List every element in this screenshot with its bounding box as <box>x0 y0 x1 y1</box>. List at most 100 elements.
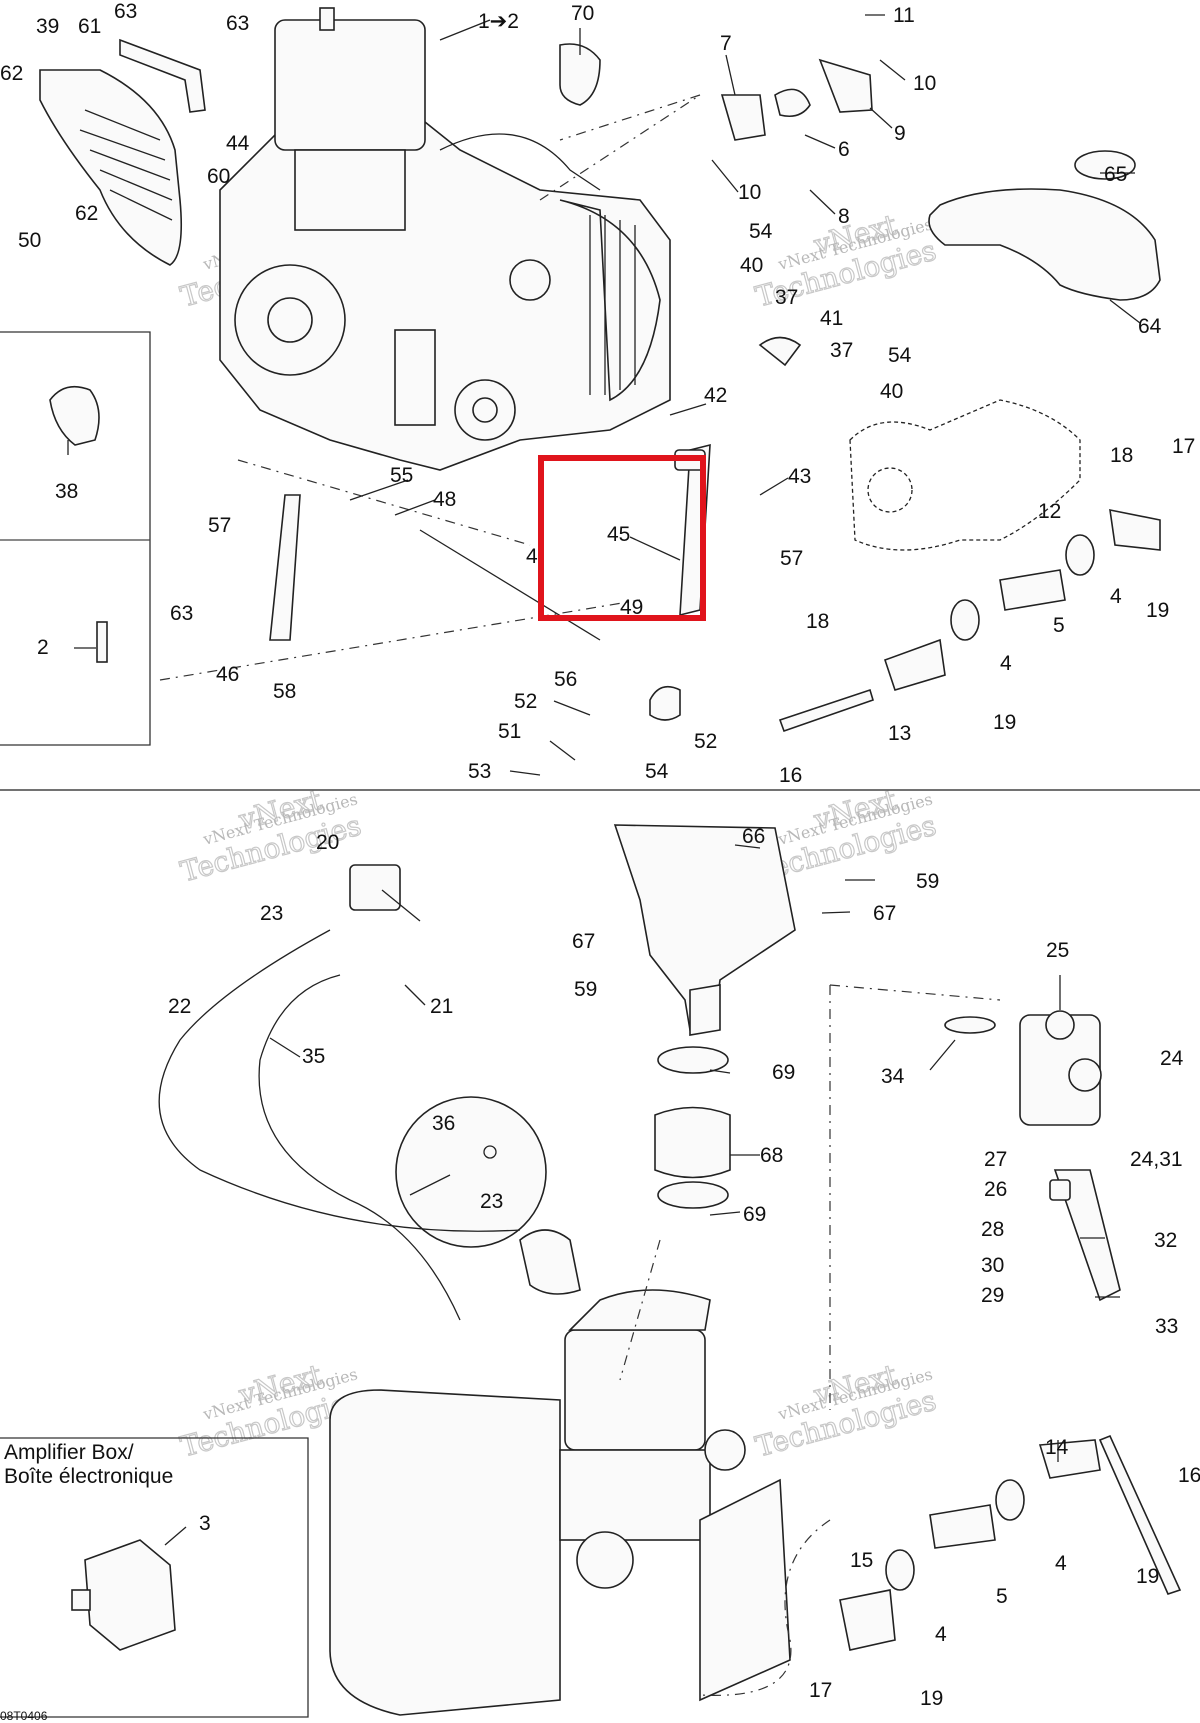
callout-27: 27 <box>984 1148 1007 1171</box>
lower-mount-parts <box>619 984 1182 1696</box>
callout-41: 41 <box>820 307 843 330</box>
callout-54a: 54 <box>749 220 773 243</box>
callout-44: 44 <box>226 132 250 155</box>
carburetor-part <box>944 1010 1121 1302</box>
callout-57b: 57 <box>780 547 803 570</box>
callout-25: 25 <box>1046 939 1069 962</box>
callout-61: 61 <box>78 15 101 38</box>
highlight-box <box>538 455 706 621</box>
callout-19a: 19 <box>1146 599 1169 622</box>
callout-5-lower: 5 <box>996 1585 1008 1608</box>
callout-50: 50 <box>18 229 41 252</box>
engine-lower-illustration <box>329 1289 791 1716</box>
callout-56: 56 <box>554 668 577 691</box>
callout-46: 46 <box>216 663 239 686</box>
callout-4-lower-a: 4 <box>1055 1552 1067 1575</box>
callout-40b: 40 <box>880 380 903 403</box>
callout-26: 26 <box>984 1178 1007 1201</box>
engine-upper-illustration <box>219 7 671 471</box>
callout-15: 15 <box>850 1549 873 1572</box>
image-code: 08T0406 <box>0 1709 48 1723</box>
callout-19-lower-a: 19 <box>1136 1565 1159 1588</box>
callout-33: 33 <box>1155 1315 1178 1338</box>
callout-64: 64 <box>1138 315 1162 338</box>
callout-54c: 54 <box>645 760 669 783</box>
callout-24-31: 24,31 <box>1130 1148 1183 1171</box>
callout-23b: 23 <box>480 1190 503 1213</box>
callout-10a: 10 <box>913 72 936 95</box>
callout-38: 38 <box>55 480 78 503</box>
callout-55: 55 <box>390 464 413 487</box>
callout-16-lower: 16 <box>1178 1464 1200 1487</box>
callout-53: 53 <box>468 760 491 783</box>
callout-67a: 67 <box>873 902 896 925</box>
amplifier-box-part <box>71 1539 176 1651</box>
callout-leaders <box>67 14 1141 1546</box>
detail-circle <box>395 1096 581 1295</box>
heat-shield-part <box>39 38 206 266</box>
callout-9: 9 <box>894 122 906 145</box>
amplifier-box-title-line2: Boîte électronique <box>4 1465 173 1488</box>
callout-30: 30 <box>981 1254 1004 1277</box>
callout-36: 36 <box>432 1112 455 1135</box>
callout-54b: 54 <box>888 344 912 367</box>
callout-23a: 23 <box>260 902 283 925</box>
callout-39: 39 <box>36 15 59 38</box>
callout-13: 13 <box>888 722 911 745</box>
callout-37a: 37 <box>775 286 798 309</box>
callout-48: 48 <box>433 488 456 511</box>
callout-4b: 4 <box>1000 652 1012 675</box>
callout-21: 21 <box>430 995 453 1018</box>
callout-28: 28 <box>981 1218 1004 1241</box>
callout-18a: 18 <box>1110 444 1133 467</box>
callout-57a: 57 <box>208 514 231 537</box>
callout-59a: 59 <box>916 870 939 893</box>
callout-11: 11 <box>893 4 915 27</box>
callout-19b: 19 <box>993 711 1016 734</box>
upper-leader-dashes <box>159 94 701 681</box>
callout-29: 29 <box>981 1284 1004 1307</box>
callout-19-lower-b: 19 <box>920 1687 943 1710</box>
airbox-part <box>613 824 796 1209</box>
callout-4-left: 4 <box>526 545 538 568</box>
callout-1-2: 1➔2 <box>478 10 519 33</box>
callout-5: 5 <box>1053 614 1065 637</box>
callout-70: 70 <box>571 2 594 25</box>
callout-37b: 37 <box>830 339 853 362</box>
callout-35: 35 <box>302 1045 325 1068</box>
callout-63b: 63 <box>226 12 249 35</box>
callout-34: 34 <box>881 1065 905 1088</box>
callout-6: 6 <box>838 138 850 161</box>
frames <box>0 331 1200 1718</box>
callout-4a: 4 <box>1110 585 1122 608</box>
callout-60: 60 <box>207 165 230 188</box>
callout-62a: 62 <box>0 62 23 85</box>
callout-52a: 52 <box>514 690 537 713</box>
callout-12: 12 <box>1038 500 1061 523</box>
callout-63a: 63 <box>114 0 137 23</box>
callout-59b: 59 <box>574 978 597 1001</box>
lower-callout-labels: 20 23 21 22 35 36 23 66 59 67 67 59 69 6… <box>168 825 1200 1710</box>
sidebar-parts <box>49 385 108 663</box>
engine-detail-inset <box>778 399 1161 733</box>
callout-3: 3 <box>199 1512 211 1535</box>
callout-2: 2 <box>37 636 49 659</box>
cable-part <box>158 864 521 1321</box>
callout-51: 51 <box>498 720 521 743</box>
callout-62b: 62 <box>75 202 98 225</box>
callout-22: 22 <box>168 995 191 1018</box>
callout-69a: 69 <box>772 1061 795 1084</box>
callout-45: 45 <box>607 523 630 546</box>
callout-7: 7 <box>720 32 732 55</box>
callout-24a: 24 <box>1160 1047 1184 1070</box>
callout-40a: 40 <box>740 254 763 277</box>
callout-52b: 52 <box>694 730 717 753</box>
callout-69b: 69 <box>743 1203 766 1226</box>
engine-bracket-parts <box>559 43 873 141</box>
upper-callout-labels: 1➔2 70 7 11 10 9 6 8 10 39 61 63 63 62 4… <box>0 0 1195 787</box>
callout-14: 14 <box>1045 1436 1069 1459</box>
callout-10b: 10 <box>738 181 761 204</box>
callout-17: 17 <box>1172 435 1195 458</box>
callout-20: 20 <box>316 831 339 854</box>
